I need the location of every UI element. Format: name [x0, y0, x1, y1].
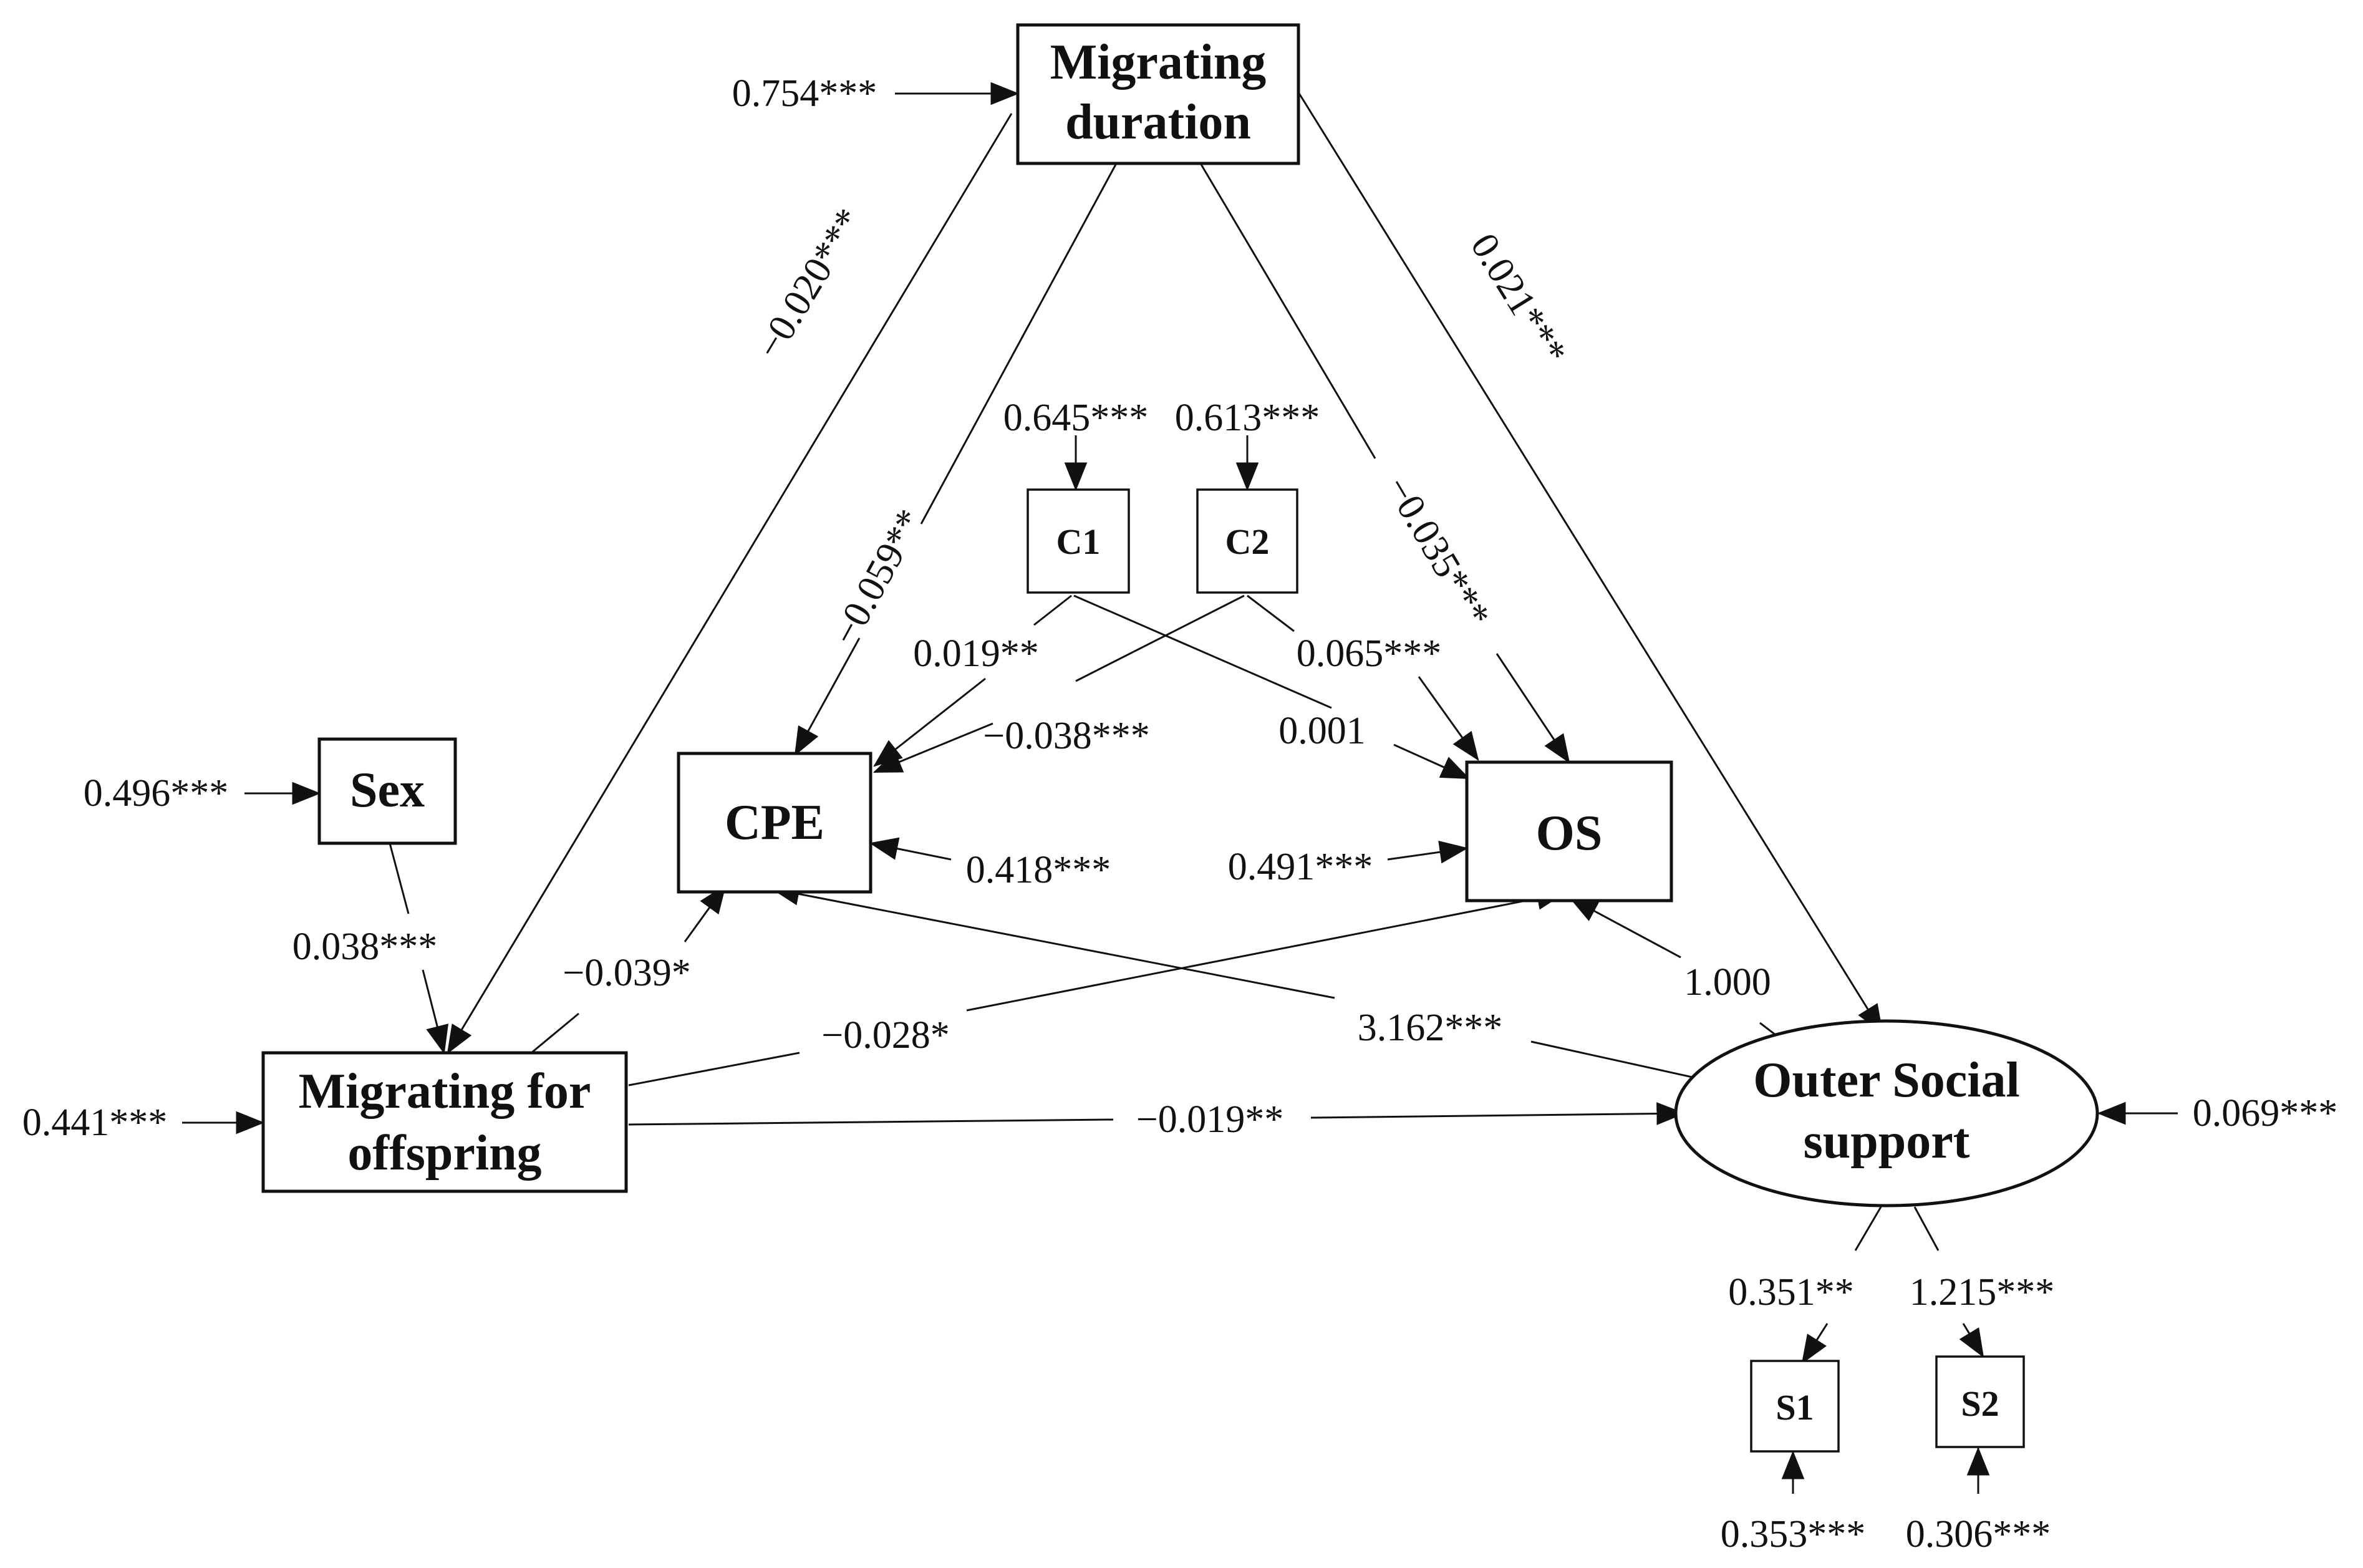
node-s1: S1 — [1750, 1360, 1840, 1453]
error-c1: 0.645*** — [1003, 397, 1149, 439]
error-arrow-os — [1387, 840, 1469, 864]
coef-c2-to-os: 0.065*** — [1297, 632, 1442, 675]
node-label-migrating-duration-line2: duration — [1065, 95, 1251, 150]
edge-c1-to-os-tail — [1393, 743, 1471, 780]
edge-oss-to-cpe — [1530, 1040, 1696, 1079]
node-s2: S2 — [1935, 1355, 2025, 1448]
edge-md-to-cpe — [920, 163, 1118, 525]
edge-c2-to-os — [1247, 594, 1295, 632]
edge-c1-to-cpe — [1033, 594, 1072, 626]
edge-oss-to-s2-tail — [1959, 1323, 1984, 1358]
node-cpe: CPE — [677, 752, 872, 894]
edge-md-to-cpe-tail — [794, 637, 861, 757]
path-lines — [389, 92, 1984, 1364]
edge-mfo-to-os-tail — [966, 887, 1566, 1012]
edge-mfo-to-cpe-tail — [684, 884, 727, 942]
node-label-outer-social-support-line2: support — [1804, 1114, 1970, 1169]
edge-oss-to-s1 — [1854, 1206, 1882, 1251]
node-migrating-for-offspring: Migrating for offspring — [261, 1051, 628, 1193]
coef-md-to-os: −0.035*** — [1377, 469, 1499, 634]
edge-md-to-oss — [1297, 92, 1883, 1033]
edge-c1-to-os — [1073, 594, 1332, 709]
coef-md-to-mfo: −0.020*** — [748, 201, 871, 366]
error-arrows — [182, 82, 2178, 1494]
error-coefficients: 0.754*** 0.645*** 0.613*** 0.496*** 0.41… — [22, 72, 2338, 1556]
error-s1: 0.353*** — [1721, 1513, 1866, 1556]
coef-mfo-to-os: −0.028* — [821, 1014, 949, 1057]
edge-mfo-to-oss-tail — [1310, 1102, 1686, 1125]
edge-c1-to-cpe-tail — [873, 677, 986, 767]
coef-oss-to-s1: 0.351** — [1728, 1271, 1854, 1314]
edge-c2-to-cpe-tail — [872, 722, 993, 773]
edge-c2-to-os-tail — [1418, 676, 1479, 761]
error-mfo: 0.441*** — [22, 1101, 168, 1144]
node-label-migrating-for-offspring-line1: Migrating for — [299, 1064, 591, 1119]
error-os: 0.491*** — [1228, 846, 1373, 888]
error-s2: 0.306*** — [1906, 1513, 2051, 1556]
edge-c2-to-cpe — [1075, 594, 1245, 682]
node-c1: C1 — [1027, 488, 1130, 594]
coef-md-to-cpe: −0.059** — [824, 502, 932, 652]
node-label-outer-social-support-line1: Outer Social — [1753, 1053, 2019, 1108]
node-outer-social-support: Outer Social support — [1674, 1019, 2099, 1207]
node-os: OS — [1465, 760, 1673, 903]
error-oss: 0.069*** — [2193, 1092, 2338, 1135]
coef-md-to-oss: 0.021*** — [1462, 226, 1575, 372]
node-sex: Sex — [317, 737, 457, 845]
coef-c1-to-os: 0.001 — [1278, 710, 1366, 752]
edge-sex-to-mfo-tail — [422, 969, 449, 1055]
node-label-migrating-for-offspring-line2: offspring — [347, 1126, 541, 1181]
edge-md-to-os — [1199, 163, 1376, 459]
coef-mfo-to-oss: −0.019** — [1136, 1098, 1283, 1141]
node-label-s2: S2 — [1961, 1383, 1999, 1424]
node-label-sex: Sex — [350, 763, 425, 818]
error-md: 0.754*** — [732, 72, 877, 115]
edge-oss-to-cpe-tail — [770, 883, 1335, 999]
node-c2: C2 — [1196, 488, 1298, 594]
error-sex: 0.496*** — [84, 772, 229, 815]
error-cpe: 0.418*** — [966, 849, 1111, 891]
edge-sex-to-mfo — [389, 843, 410, 914]
coef-oss-to-s2: 1.215*** — [1910, 1271, 2055, 1314]
coef-oss-to-cpe: 3.162*** — [1358, 1007, 1503, 1049]
error-arrow-cpe — [869, 837, 952, 861]
edge-md-to-os-tail — [1496, 653, 1570, 763]
edge-oss-to-s1-tail — [1801, 1323, 1829, 1364]
node-label-os: OS — [1536, 806, 1603, 861]
coef-sex-to-mfo: 0.038*** — [292, 926, 438, 968]
coef-oss-to-os: 1.000 — [1684, 961, 1771, 1004]
node-label-migrating-duration-line1: Migrating — [1050, 35, 1267, 90]
coef-c1-to-cpe: 0.019** — [913, 632, 1039, 675]
edge-mfo-to-os — [628, 1052, 800, 1086]
edge-mfo-to-cpe — [531, 1012, 579, 1054]
node-label-c1: C1 — [1056, 521, 1101, 562]
edge-mfo-to-oss — [628, 1118, 1114, 1126]
coef-c2-to-cpe: −0.038*** — [983, 715, 1149, 757]
error-c2: 0.613*** — [1175, 397, 1320, 439]
edge-oss-to-os-tail — [1568, 897, 1681, 959]
node-migrating-duration: Migrating duration — [1016, 23, 1300, 165]
node-label-cpe: CPE — [725, 795, 824, 850]
node-label-s1: S1 — [1776, 1387, 1814, 1428]
edge-md-to-mfo — [447, 113, 1013, 1054]
coef-mfo-to-cpe: −0.039* — [563, 952, 690, 994]
edge-oss-to-s2 — [1913, 1206, 1940, 1251]
node-label-c2: C2 — [1225, 521, 1270, 562]
